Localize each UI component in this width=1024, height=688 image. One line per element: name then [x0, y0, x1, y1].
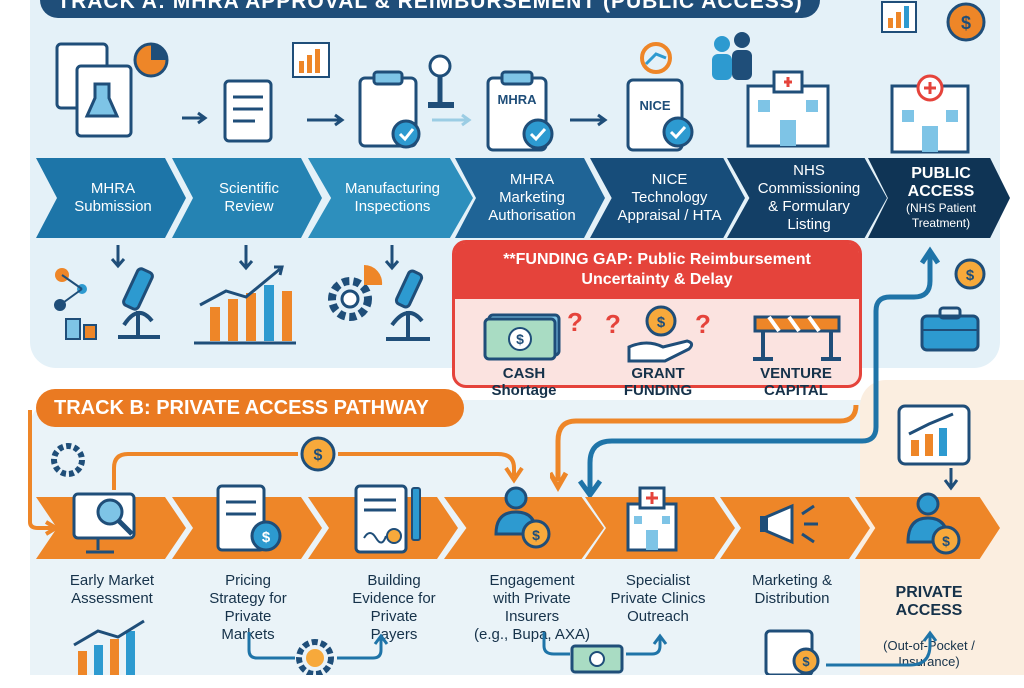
briefcase-coin-icon: $	[920, 258, 986, 352]
market-assessment-monitor-icon	[72, 492, 136, 554]
inspection-gear-microscope-icon	[328, 245, 430, 341]
public-hospital-icon: $	[881, 1, 986, 154]
step-public-access[interactable]: PUBLIC ACCESS (NHS Patient Treatment)	[868, 158, 1010, 238]
hospital-building-icon	[712, 32, 830, 148]
step-nice-appraisal[interactable]: NICE Technology Appraisal / HTA	[590, 158, 745, 238]
public-access-sub: (NHS Patient Treatment)	[905, 201, 977, 230]
private-access-title: PRIVATE ACCESS	[895, 584, 963, 619]
svg-text:$: $	[262, 529, 271, 546]
insurer-person-coin-icon: $	[494, 486, 551, 549]
step-nhs-commissioning[interactable]: NHS Commissioning & Formulary Listing	[727, 158, 887, 238]
growth-chart-icon	[194, 245, 296, 345]
label-private-clinics: Specialist Private Clinics Outreach	[610, 572, 706, 625]
step-mhra-submission[interactable]: MHRA Submission	[36, 158, 186, 238]
step-scientific-review[interactable]: Scientific Review	[172, 158, 322, 238]
arrow-right-icon	[432, 113, 472, 127]
step-mhra-authorisation[interactable]: MHRA Marketing Authorisation	[455, 158, 605, 238]
svg-text:?: ?	[605, 309, 621, 339]
private-access-chart-icon	[897, 404, 971, 491]
private-access-person-icon: $	[906, 492, 961, 555]
nice-appraisal-clipboard-icon: NICE	[626, 42, 694, 152]
step-label: Scientific Review	[218, 180, 280, 215]
arrow-right-icon	[182, 111, 208, 125]
svg-text:$: $	[657, 314, 666, 331]
svg-text:$: $	[966, 267, 975, 284]
grant-hand-coin-icon: ? ? $	[605, 305, 711, 363]
bottom-cash-connector	[542, 632, 668, 674]
private-to-public-connector	[550, 246, 941, 500]
cash-icon: $ ?	[483, 307, 583, 361]
label-private-access: PRIVATE ACCESS (Out-of-Pocket / Insuranc…	[858, 566, 1000, 688]
label-private-insurers: Engagement with Private Insurers (e.g., …	[474, 572, 590, 643]
bottom-growth-chart-icon	[73, 619, 145, 675]
gap-grant-funding: GRANT FUNDING	[623, 365, 693, 399]
private-clinic-icon	[626, 486, 678, 552]
barrier-icon	[753, 315, 841, 361]
step-label: NICE Technology Appraisal / HTA	[617, 171, 722, 224]
svg-text:$: $	[532, 527, 540, 543]
mhra-doc-label: MHRA	[498, 92, 538, 107]
label-building-evidence: Building Evidence for Private Payers	[352, 572, 436, 643]
chev-marketing[interactable]	[720, 497, 870, 559]
svg-text:$: $	[802, 654, 810, 669]
nice-doc-label: NICE	[639, 98, 670, 113]
step-label: Manufacturing Inspections	[344, 180, 441, 215]
svg-text:$: $	[516, 331, 524, 347]
track-a-title: TRACK A: MHRA APPROVAL & REIMBURSEMENT (…	[40, 0, 820, 18]
gap-venture-capital: VENTURE CAPITAL	[760, 365, 832, 399]
public-access-label: PUBLIC ACCESS	[907, 165, 975, 200]
svg-text:$: $	[314, 447, 323, 464]
track-b-connector: $	[28, 410, 524, 536]
svg-text:$: $	[942, 533, 950, 549]
funding-gap-title-text: **FUNDING GAP: Public Reimbursement Unce…	[503, 251, 811, 288]
gap-cash-shortage: CASH Shortage	[491, 365, 557, 399]
submission-documents-icon	[55, 42, 169, 138]
mhra-authorisation-clipboard-icon: MHRA	[486, 70, 554, 152]
checklist-clipboard-icon	[358, 54, 454, 149]
label-marketing: Marketing & Distribution	[751, 572, 833, 607]
arrow-right-icon	[570, 113, 608, 127]
pricing-document-coin-icon: $	[216, 484, 282, 552]
bottom-gear-coin-connector	[247, 632, 389, 675]
step-label: MHRA Marketing Authorisation	[488, 171, 576, 224]
bottom-clipboard-coin-icon: $	[764, 629, 938, 675]
label-early-market: Early Market Assessment	[69, 572, 155, 607]
svg-text:$: $	[961, 13, 971, 33]
megaphone-icon	[760, 503, 818, 545]
evidence-document-pen-icon	[354, 484, 421, 554]
arrow-right-icon	[307, 113, 345, 127]
track-b-title: TRACK B: PRIVATE ACCESS PATHWAY	[36, 389, 464, 427]
funding-gap-title: **FUNDING GAP: Public Reimbursement Unce…	[455, 243, 859, 299]
step-manufacturing-inspections[interactable]: Manufacturing Inspections	[308, 158, 473, 238]
step-label: MHRA Submission	[74, 180, 152, 215]
private-access-sub: (Out-of-Pocket / Insurance)	[883, 638, 975, 669]
svg-text:?: ?	[695, 309, 711, 339]
svg-text:?: ?	[567, 307, 583, 337]
review-document-icon	[223, 42, 330, 143]
lab-microscope-icon	[54, 245, 160, 340]
funding-gap-box: **FUNDING GAP: Public Reimbursement Unce…	[452, 240, 862, 399]
step-label: NHS Commissioning & Formulary Listing	[757, 162, 861, 233]
